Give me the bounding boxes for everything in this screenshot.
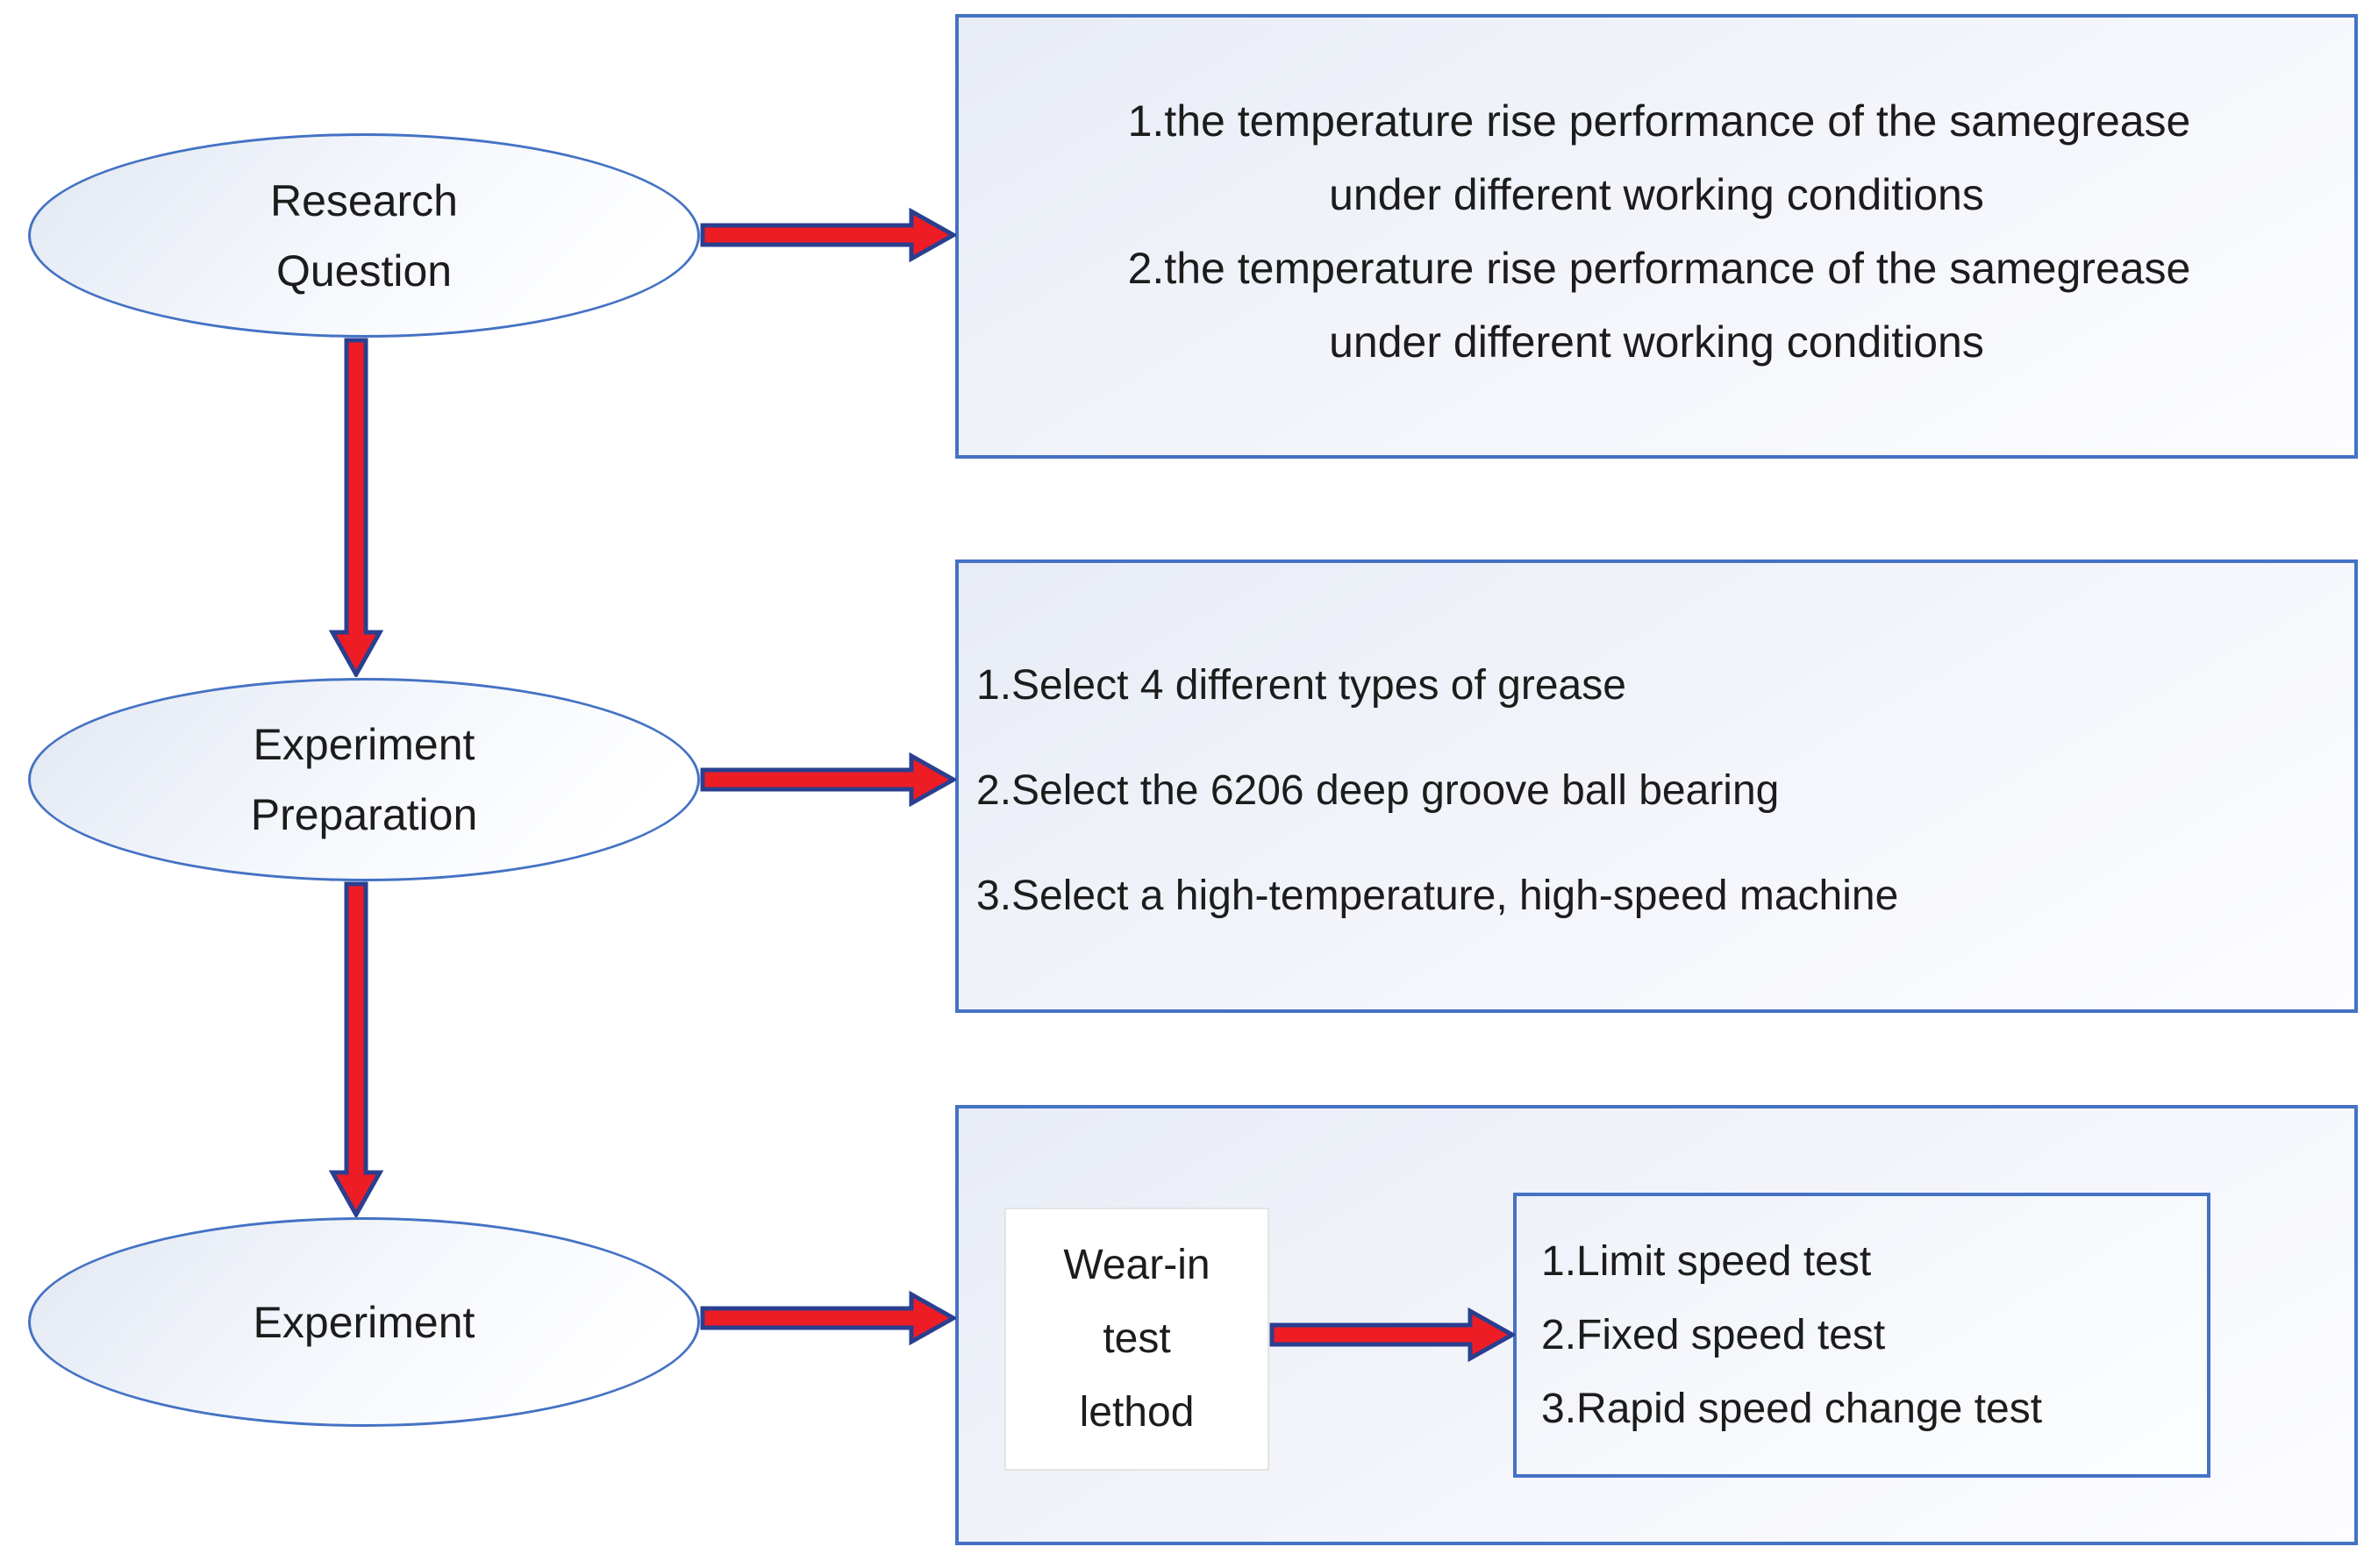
method-label-line: lethod (1079, 1389, 1195, 1436)
arrow-right-icon (700, 207, 956, 263)
arrow-right-icon (700, 1290, 956, 1346)
arrow-right-icon (1269, 1307, 1515, 1363)
research-question-item: 1.the temperature rise performance of th… (1127, 96, 2191, 146)
preparation-step: 2.Select the 6206 deep groove ball beari… (976, 767, 1780, 814)
arrow-right-icon (700, 752, 956, 808)
research-question-wrap: under different working conditions (1329, 317, 1984, 367)
stage-node-research-question: Research Question (28, 133, 700, 338)
stage-label-line: Experiment (253, 1297, 475, 1347)
method-label-line: Wear-in (1063, 1242, 1210, 1288)
stage-node-experiment-preparation: Experiment Preparation (28, 678, 700, 881)
speed-test-item: 1.Limit speed test (1541, 1237, 1872, 1285)
speed-tests-box: 1.Limit speed test 2.Fixed speed test 3.… (1513, 1193, 2210, 1478)
research-questions-box: 1.the temperature rise performance of th… (955, 14, 2358, 459)
research-question-item: 2.the temperature rise performance of th… (1127, 244, 2191, 293)
stage-label-line: Experiment (253, 720, 475, 769)
method-label-line: test (1103, 1315, 1171, 1362)
stage-label-line: Preparation (250, 790, 478, 839)
preparation-steps-box: 1.Select 4 different types of grease 2.S… (955, 559, 2358, 1013)
speed-test-item: 3.Rapid speed change test (1541, 1385, 2043, 1432)
stage-node-experiment: Experiment (28, 1217, 700, 1427)
stage-label-line: Research (270, 175, 458, 225)
arrow-down-icon (328, 881, 384, 1217)
stage-label-line: Question (275, 246, 453, 296)
research-question-wrap: under different working conditions (1329, 170, 1984, 219)
preparation-step: 3.Select a high-temperature, high-speed … (976, 873, 1899, 919)
arrow-down-icon (328, 338, 384, 677)
speed-test-item: 2.Fixed speed test (1541, 1311, 1886, 1358)
preparation-step: 1.Select 4 different types of grease (976, 662, 1626, 709)
wear-in-method-box: Wear-in test lethod (1004, 1208, 1269, 1471)
